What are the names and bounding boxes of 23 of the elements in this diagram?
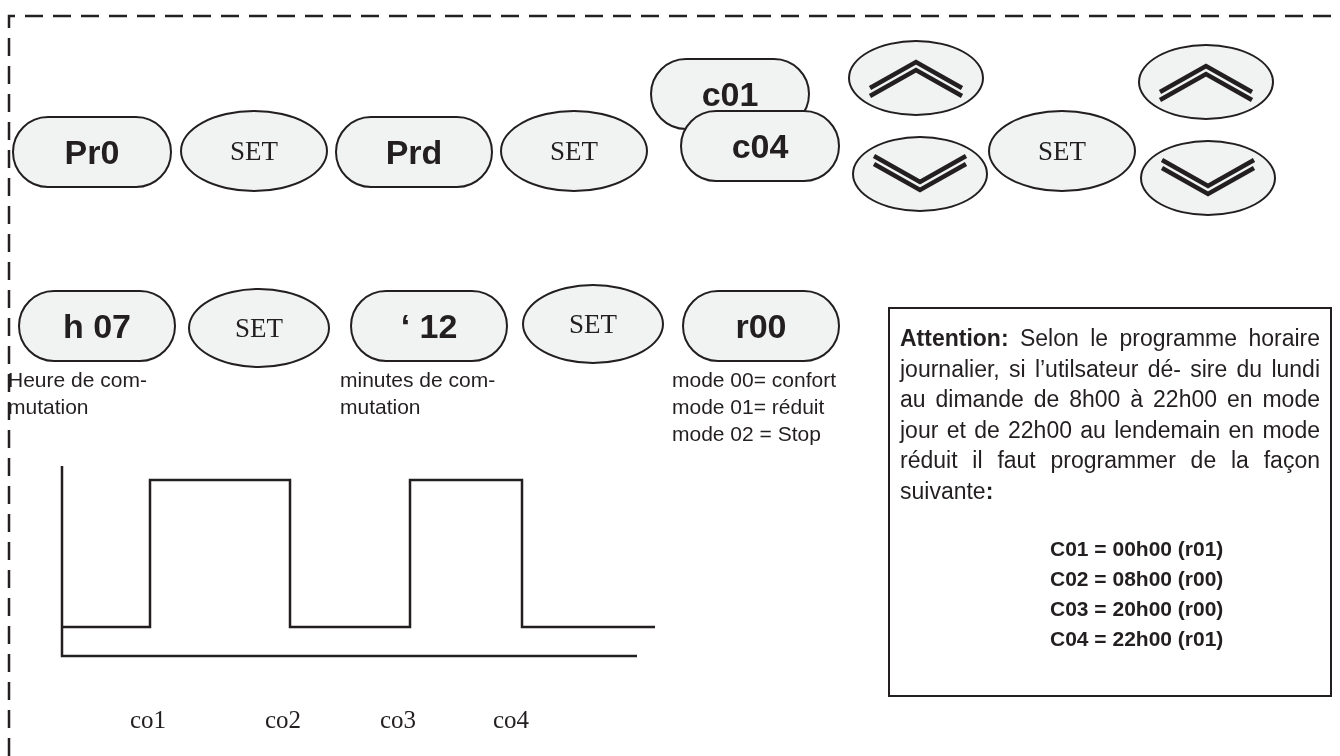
caption-text: minutes de com- mutation (340, 367, 497, 420)
note-box (888, 307, 1332, 697)
display-button: r00 (682, 290, 840, 362)
caption-text: mode 00= confort mode 01= réduit mode 02 = Stop (672, 367, 837, 447)
display-button: c04 (680, 110, 840, 182)
display-button: Prd (335, 116, 493, 188)
set-button: SET (188, 288, 330, 368)
set-button: SET (522, 284, 664, 364)
note-paragraph: Attention: Selon le programme horaire journalier, si l’utilsateur dé- sire du lundi au dimande de 8h00 à 22h00 en mode jour et de 22h00 au lendemain en mode réduit il faut programmer de la façon suivante: (900, 324, 1320, 506)
set-button: SET (988, 110, 1136, 192)
time-label: co1 (130, 706, 167, 734)
display-button: Pr0 (12, 116, 172, 188)
set-button: SET (500, 110, 648, 192)
time-label: co3 (380, 706, 417, 734)
set-button: SET (180, 110, 328, 192)
setting-line: C03 = 20h00 (r00) (1050, 596, 1225, 622)
setting-line: C02 = 08h00 (r00) (1050, 566, 1225, 592)
time-label: co2 (265, 706, 302, 734)
display-button: h 07 (18, 290, 176, 362)
setting-line: C01 = 00h00 (r01) (1050, 536, 1225, 562)
setting-line: C04 = 22h00 (r01) (1050, 626, 1225, 652)
time-label: co4 (493, 706, 530, 734)
display-button: ‘ 12 (350, 290, 508, 362)
